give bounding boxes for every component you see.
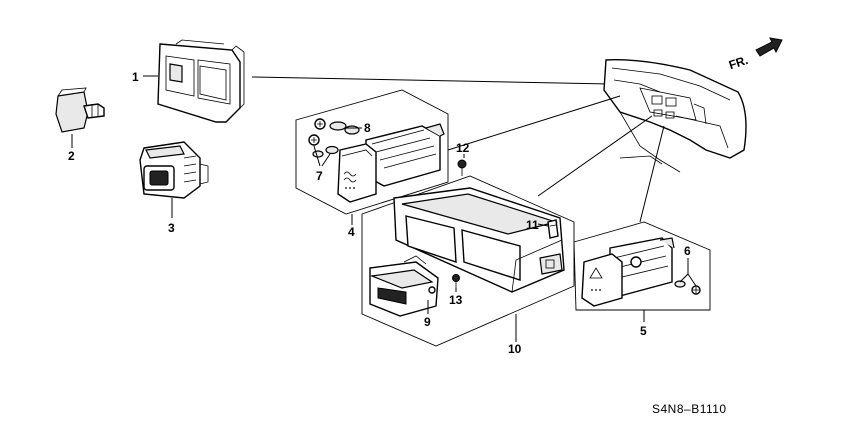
group-frame-4: [295, 89, 449, 215]
group-frame-5: [573, 221, 711, 311]
callout-10: 10: [508, 342, 522, 356]
callout-3: 3: [168, 221, 175, 235]
part-7-bulb-set: [308, 134, 339, 158]
leader-5-to-dash: [639, 125, 665, 223]
part-10-switch-frame: [393, 187, 565, 293]
callout-6: 6: [684, 244, 691, 258]
part-13-screw: [452, 274, 460, 288]
group-frame-10: [361, 175, 575, 347]
leader-6: [679, 258, 697, 287]
leader-1-to-dash: [251, 76, 611, 85]
part-11-clip: [547, 219, 559, 239]
leader-4-to-dash: [447, 95, 621, 151]
dashboard-outline: [603, 59, 747, 173]
callout-4: 4: [348, 225, 355, 239]
diagram-code: S4N8–B1110: [652, 402, 727, 416]
defroster-symbol-icon: [343, 171, 357, 189]
callout-2: 2: [68, 149, 75, 163]
part-4-defroster-switch: [337, 123, 445, 203]
front-direction-indicator: FR.: [727, 37, 783, 72]
callout-1: 1: [132, 70, 139, 84]
callout-13: 13: [449, 293, 463, 307]
callout-7: 7: [316, 169, 323, 183]
leader-7: [313, 145, 331, 167]
callout-11: 11: [526, 218, 539, 232]
part-1-switch-bezel: [157, 39, 245, 123]
callout-5: 5: [640, 324, 647, 338]
leader-10-to-dash: [537, 115, 653, 197]
leader-11: [537, 223, 549, 227]
part-3-mirror-switch: [139, 141, 209, 199]
part-2-blank-cap: [55, 87, 105, 133]
part-5-hazard-switch: [581, 237, 675, 307]
callout-9: 9: [424, 315, 431, 329]
hazard-triangle-icon: [589, 267, 603, 291]
part-8-bulb-set: [314, 118, 360, 135]
part-12-screw: [457, 159, 467, 176]
callout-8: 8: [364, 121, 371, 135]
part-9-pocket: [369, 255, 439, 317]
callout-12: 12: [456, 141, 470, 155]
part-6-bulb-set: [674, 280, 701, 295]
front-direction-label: FR.: [727, 53, 750, 72]
